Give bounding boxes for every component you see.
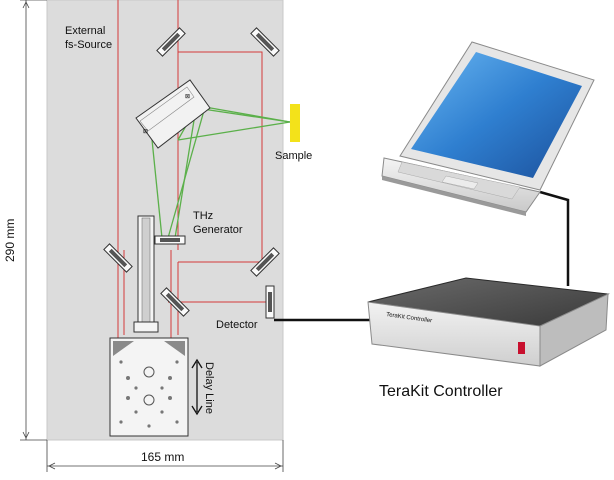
controller-caption: TeraKit Controller — [379, 383, 503, 400]
svg-text:⊠: ⊠ — [143, 129, 148, 135]
external-source-label-line2: fs-Source — [65, 39, 112, 51]
mirror-mount-mid-left — [103, 243, 133, 273]
width-dimension-label: 165 mm — [141, 450, 184, 464]
cables — [274, 190, 570, 322]
laptop — [381, 41, 595, 216]
mirror-mount-top-right — [250, 27, 280, 57]
laptop-screen — [411, 52, 582, 178]
delay-rail — [133, 215, 159, 333]
thz-generator-label-line1: THz — [193, 210, 213, 222]
terakit-controller-box — [367, 277, 610, 367]
thz-generator — [154, 235, 186, 245]
delay-arrow-icon — [191, 358, 203, 416]
mirror-mount-mid-right — [250, 247, 280, 277]
delay-stage — [109, 337, 189, 437]
parabolic-mirror: ⊠ ⊠ — [135, 79, 211, 149]
detector — [265, 285, 275, 319]
height-dimension-label: 290 mm — [3, 219, 17, 262]
thz-generator-label-line2: Generator — [193, 224, 243, 236]
sample — [290, 104, 300, 142]
width-dimension — [46, 440, 284, 472]
controller-indicator — [518, 342, 525, 354]
svg-text:⊠: ⊠ — [185, 94, 190, 100]
mirror-mount-low-center — [160, 287, 190, 317]
sample-label: Sample — [275, 150, 312, 162]
delay-line-label: Delay Line — [203, 362, 215, 414]
mirror-mount-top-left — [156, 27, 186, 57]
height-dimension — [20, 0, 47, 441]
external-source-label-line1: External — [65, 25, 105, 37]
detector-label: Detector — [216, 319, 258, 331]
